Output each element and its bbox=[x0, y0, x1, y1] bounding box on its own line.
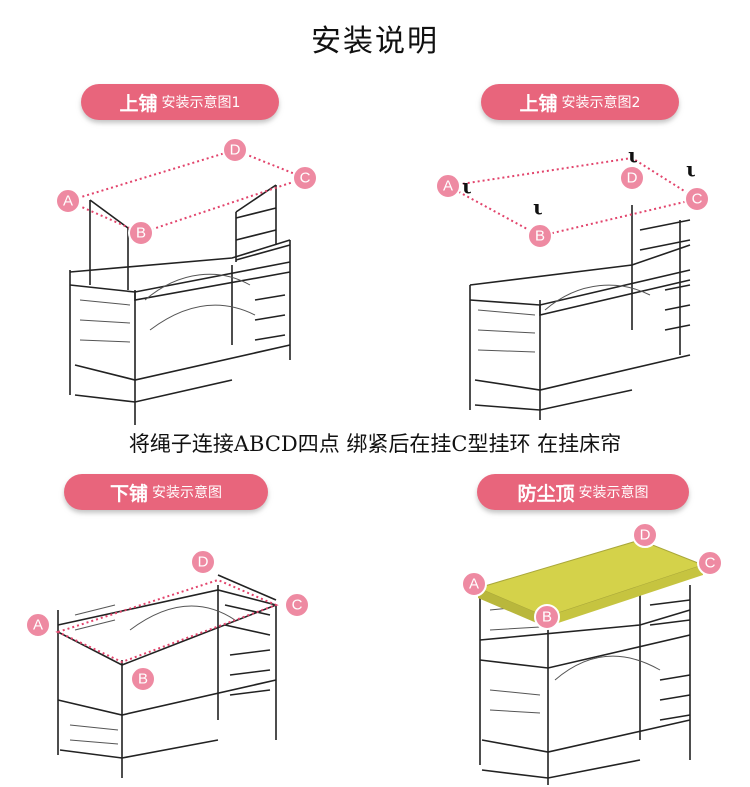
point-d-1: D bbox=[222, 137, 248, 163]
badge-main: 防尘顶 bbox=[517, 482, 575, 505]
badge-sub: 安装示意图1 bbox=[161, 95, 241, 111]
svg-text:C: C bbox=[292, 597, 303, 614]
point-d-3: D bbox=[190, 549, 216, 575]
svg-text:C: C bbox=[692, 191, 703, 208]
point-c-4: C bbox=[697, 550, 723, 576]
instruction-text: 将绳子连接ABCD四点 绑紧后在挂C型挂环 在挂床帘 bbox=[128, 432, 622, 456]
point-c-2: C bbox=[684, 186, 710, 212]
svg-text:C: C bbox=[300, 170, 311, 187]
hook-icon: ι bbox=[533, 195, 543, 219]
badge-sub: 安装示意图 bbox=[578, 485, 649, 501]
point-d-4: D bbox=[632, 522, 658, 548]
bed-diagram-lower bbox=[55, 574, 279, 778]
svg-text:D: D bbox=[230, 142, 241, 159]
bed-diagram-dust-cover bbox=[476, 539, 705, 785]
svg-text:D: D bbox=[627, 170, 638, 187]
badge-main: 上铺 bbox=[519, 92, 558, 115]
point-b-3: B bbox=[130, 666, 156, 692]
svg-text:B: B bbox=[542, 609, 552, 626]
bed-diagram-upper-2 bbox=[444, 156, 700, 420]
point-a-3: A bbox=[25, 612, 51, 638]
svg-text:A: A bbox=[443, 178, 453, 195]
point-a-4: A bbox=[461, 571, 487, 597]
hook-icon: ι bbox=[628, 143, 638, 167]
badge-lower: 下铺 安装示意图 bbox=[64, 474, 268, 510]
bed-diagram-upper-1 bbox=[65, 148, 308, 425]
svg-text:A: A bbox=[33, 617, 43, 634]
point-b-2: B bbox=[527, 223, 553, 249]
svg-text:D: D bbox=[640, 527, 651, 544]
svg-text:B: B bbox=[535, 228, 545, 245]
badge-upper-1: 上铺 安装示意图1 bbox=[81, 84, 279, 120]
point-c-1: C bbox=[292, 165, 318, 191]
page-title: 安装说明 bbox=[311, 24, 439, 59]
svg-text:B: B bbox=[136, 225, 146, 242]
badge-dust-cover: 防尘顶 安装示意图 bbox=[477, 474, 689, 510]
badge-sub: 安装示意图2 bbox=[561, 95, 641, 111]
hook-icon: ι bbox=[462, 174, 472, 198]
svg-text:C: C bbox=[705, 555, 716, 572]
svg-text:A: A bbox=[63, 193, 73, 210]
badge-main: 上铺 bbox=[119, 92, 158, 115]
point-c-3: C bbox=[284, 592, 310, 618]
svg-text:B: B bbox=[138, 671, 148, 688]
badge-upper-2: 上铺 安装示意图2 bbox=[481, 84, 679, 120]
point-a-1: A bbox=[55, 188, 81, 214]
svg-text:A: A bbox=[469, 576, 479, 593]
badge-sub: 安装示意图 bbox=[152, 485, 222, 501]
svg-text:D: D bbox=[198, 554, 209, 571]
hook-icon: ι bbox=[686, 157, 696, 181]
badge-main: 下铺 bbox=[109, 482, 148, 505]
point-d-2: D bbox=[619, 165, 645, 191]
point-b-1: B bbox=[128, 220, 154, 246]
point-b-4: B bbox=[534, 604, 560, 630]
point-a-2: A bbox=[435, 173, 461, 199]
